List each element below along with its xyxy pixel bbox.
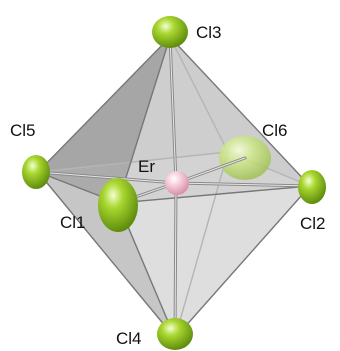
face-front-left-top: [38, 37, 170, 203]
polyhedron-edges: [37, 36, 311, 339]
label-cl5: Cl5: [10, 121, 36, 140]
label-er: Er: [138, 157, 155, 176]
atom-cl5: [22, 155, 50, 189]
label-cl6: Cl6: [262, 121, 288, 140]
atom-er: [165, 171, 189, 195]
label-cl2: Cl2: [300, 214, 326, 233]
er-cl-bonds: [36, 35, 312, 340]
label-cl3: Cl3: [196, 23, 222, 42]
label-cl1: Cl1: [60, 213, 86, 232]
atom-cl2: [298, 170, 326, 204]
label-cl4: Cl4: [116, 329, 142, 348]
atom-cl3: [152, 16, 188, 48]
atom-cl1: [98, 178, 138, 232]
atom-cl4: [157, 318, 193, 350]
face-front-right-bottom: [118, 186, 310, 338]
